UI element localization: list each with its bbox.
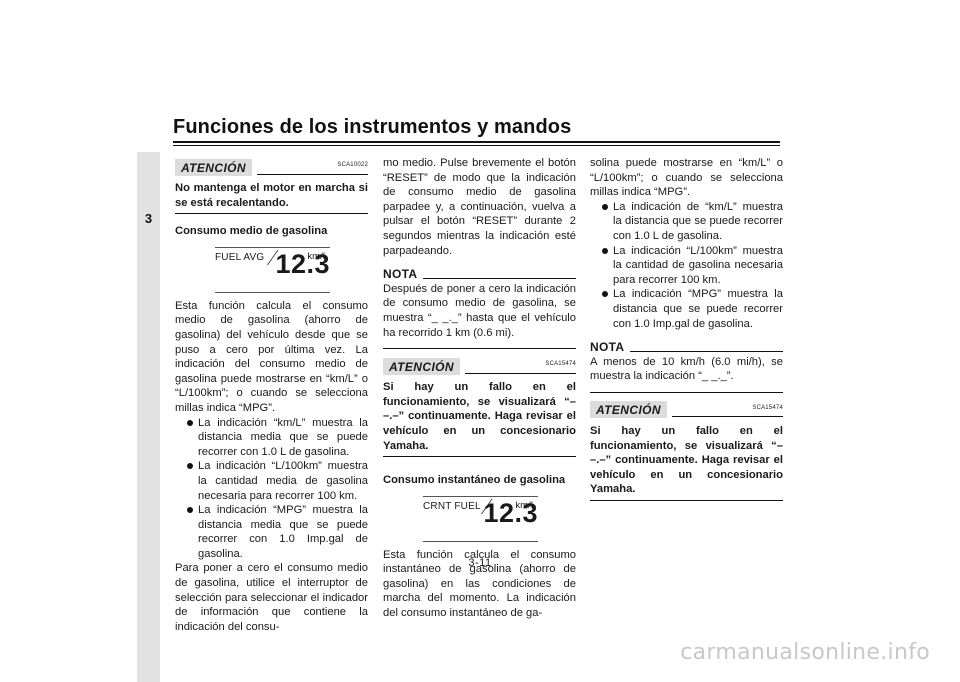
list-item: La indicación “MPG” muestra la distancia… (187, 503, 368, 561)
display-unit: km/L (307, 250, 328, 262)
attention-badge: ATENCIÓN (383, 357, 460, 375)
chapter-number: 3 (144, 211, 153, 226)
section-title-instant-fuel: Consumo instantáneo de gasolina (383, 474, 566, 487)
section-title-avg-fuel: Consumo medio de gasolina (175, 225, 328, 238)
notice-code: SCA10022 (337, 162, 368, 168)
attention-text: No mantenga el motor en marcha si se est… (175, 182, 368, 209)
bullet-list: La indicación de “km/L” muestra la dista… (590, 200, 783, 331)
attention-badge: ATENCIÓN (175, 158, 252, 176)
paragraph: Esta función calcula el consumo instantá… (383, 548, 576, 620)
display-value: 12.3 (275, 248, 330, 279)
nota-label: NOTA (590, 340, 625, 355)
paragraph: mo medio. Pulse brevemente el botón “RES… (383, 157, 576, 257)
nota-text: A menos de 10 km/h (6.0 mi/h), se muestr… (590, 355, 783, 383)
crnt-fuel-display: CRNT FUEL km/L 12.3 (423, 495, 538, 542)
page-title: Funciones de los instrumentos y mandos (173, 116, 572, 138)
bullet-list: La indicación “km/L” muestra la distanci… (175, 416, 368, 562)
attention-badge: ATENCIÓN (590, 401, 667, 419)
paragraph: Esta función calcula el consumo medio de… (175, 299, 368, 414)
display-label: FUEL AVG (215, 251, 265, 263)
attention-header: ATENCIÓN (175, 158, 368, 176)
fuel-avg-display: FUEL AVG km/L 12.3 (215, 246, 330, 293)
list-item: La indicación “L/100km” muestra la canti… (187, 459, 368, 503)
chapter-tab (137, 152, 160, 682)
notice-code: SCA15474 (752, 404, 783, 411)
notice-code: SCA15474 (545, 361, 576, 368)
nota-header: NOTA (383, 267, 576, 282)
display-value: 12.3 (483, 497, 538, 528)
column-2: mo medio. Pulse brevemente el botón “RES… (383, 156, 576, 621)
nota-text: Después de poner a cero la indicación de… (383, 282, 576, 339)
attention-end-rule (175, 213, 368, 215)
watermark-logo: carmanualsonline.info (680, 640, 930, 665)
attention-header: ATENCIÓN (383, 357, 576, 375)
header-rule-thin (173, 145, 780, 146)
page-number: 3-11 (468, 557, 492, 569)
attention-rule (256, 173, 368, 175)
list-item: La indicación de “km/L” muestra la dista… (602, 200, 783, 244)
attention-text: Si hay un fallo en el funcionamiento, se… (590, 424, 783, 496)
attention-header: ATENCIÓN (590, 401, 783, 419)
attention-text: Si hay un fallo en el funcionamiento, se… (383, 381, 576, 452)
column-3: solina puede mostrarse en “km/L” o “L/10… (590, 156, 783, 501)
paragraph: solina puede mostrarse en “km/L” o “L/10… (590, 157, 783, 199)
list-item: La indicación “km/L” muestra la distanci… (187, 416, 368, 460)
list-item: La indicación “L/100km” muestra la canti… (602, 244, 783, 288)
nota-label: NOTA (383, 267, 418, 282)
display-label: CRNT FUEL (423, 500, 481, 512)
paragraph: Para poner a cero el consumo medio de ga… (175, 562, 368, 633)
nota-header: NOTA (590, 340, 783, 355)
list-item: La indicación “MPG” muestra la distancia… (602, 287, 783, 331)
column-1: ATENCIÓN SCA10022 No mantenga el motor e… (175, 156, 368, 634)
display-unit: km/L (515, 499, 536, 511)
header-rule (173, 141, 780, 143)
